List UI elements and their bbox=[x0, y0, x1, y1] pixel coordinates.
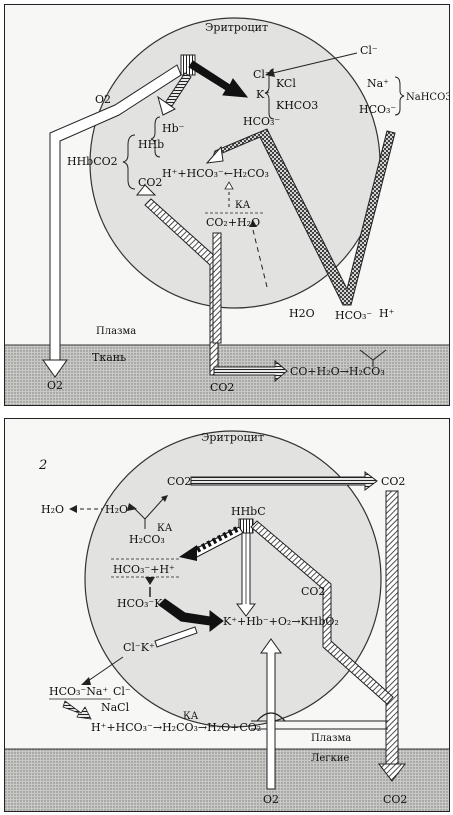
lung-reaction-label: H⁺+HCO₃⁻→H₂CO₃→H₂O+CO₂ bbox=[91, 721, 261, 734]
co2-mid-label: CO2 bbox=[301, 585, 325, 598]
co2-inside-label: CO2 bbox=[138, 176, 162, 189]
h2o-a-label: H₂O bbox=[41, 503, 64, 516]
cl-inside-label: Cl⁻ bbox=[253, 68, 271, 81]
k-transfer-arrow bbox=[158, 598, 224, 633]
tissue-label: Ткань bbox=[92, 351, 126, 364]
carbonic-dissociation-label: H⁺+HCO₃⁻←H₂CO₃ bbox=[162, 167, 269, 180]
co2-right-label: CO2 bbox=[381, 475, 405, 488]
hb-minus-label: Hb⁻ bbox=[162, 122, 185, 135]
na-plus-label: Na⁺ bbox=[367, 77, 389, 90]
co2-bottom-label: CO2 bbox=[210, 381, 234, 394]
hco3-low-label: HCO₃⁻ bbox=[335, 309, 372, 322]
co2-exhale-arrow bbox=[385, 490, 399, 767]
lungs-label: Легкие bbox=[311, 753, 349, 764]
cell-label: Эритроцит bbox=[201, 431, 264, 444]
h2o-b-label: H₂O bbox=[105, 503, 128, 516]
ka-label-bottom: КА bbox=[183, 711, 199, 722]
o2-arrowhead bbox=[42, 359, 68, 378]
cl-external-label: Cl⁻ bbox=[360, 44, 378, 57]
carbonic-formation-label: CO+H₂O→H₂CO₃ bbox=[290, 365, 385, 378]
cl-minus-label: Cl⁻ bbox=[113, 685, 131, 698]
kcl-label: KCl bbox=[276, 77, 296, 90]
hhbco2-label: HHbCO2 bbox=[67, 155, 118, 168]
hco3-h-label: HCO₃⁻+H⁺ bbox=[113, 563, 175, 576]
lung-exchange-diagram: Эритроцит 2 CO2 CO2 H₂O H₂O КА H₂CO₃ HHb… bbox=[5, 430, 449, 811]
erythrocyte-cell bbox=[89, 17, 381, 309]
k-transfer-arrow bbox=[188, 60, 249, 98]
nacl-label: NaCl bbox=[101, 701, 130, 714]
tissue-exchange-panel: Эритроцит O2 HHbCO2 HHb Hb⁻ CO2 H⁺+HCO₃⁻… bbox=[4, 4, 450, 406]
plasma-label: Плазма bbox=[311, 733, 351, 744]
hco3-mid-label: HCO₃⁻ bbox=[243, 115, 280, 128]
oxygenation-reaction-label: K⁺+Hb⁻+O₂→KHbO₂ bbox=[223, 615, 339, 628]
k-plus-label: K⁺ bbox=[256, 88, 270, 101]
o2-label: O2 bbox=[95, 93, 111, 106]
co2-plasma-arrow bbox=[213, 359, 288, 383]
hco3na-label: HCO₃⁻Na⁺ bbox=[49, 685, 108, 698]
tissue-exchange-diagram: Эритроцит O2 HHbCO2 HHb Hb⁻ CO2 H⁺+HCO₃⁻… bbox=[5, 17, 449, 405]
o2-intake-arrow bbox=[260, 638, 282, 790]
h2o-label: H2O bbox=[289, 307, 315, 320]
clk-label: Cl⁻K⁺ bbox=[123, 641, 155, 654]
co2-transfer-arrow bbox=[190, 471, 378, 491]
co2-release-arrow bbox=[250, 520, 394, 705]
erythrocyte-cell bbox=[84, 430, 382, 728]
khco3-label: KHCO3 bbox=[276, 99, 318, 112]
co2-h2o-label: CO₂+H₂O bbox=[206, 216, 260, 229]
hhbc-label: HHbC bbox=[231, 505, 266, 518]
lung-region bbox=[5, 749, 449, 811]
hco3-exchange-arrow bbox=[212, 128, 396, 306]
figure-mark: 2 bbox=[38, 458, 47, 473]
ka-label: КА bbox=[235, 200, 251, 211]
ka-label-top: КА bbox=[157, 523, 173, 534]
h-plus-label: H⁺ bbox=[379, 307, 395, 320]
hb-arrow bbox=[164, 72, 192, 107]
o2-bottom-label: O2 bbox=[47, 379, 63, 392]
hco3-right-label: HCO₃⁻ bbox=[359, 103, 396, 116]
h2co3-label: H₂CO₃ bbox=[129, 533, 165, 546]
hhb-label: HHb bbox=[138, 138, 164, 151]
cell-label: Эритроцит bbox=[205, 21, 268, 34]
nahco3-label: NaHCO3 bbox=[406, 92, 449, 103]
hco3k-label: HCO₃⁻K⁺ bbox=[117, 597, 168, 610]
lung-exchange-panel: Эритроцит 2 CO2 CO2 H₂O H₂O КА H₂CO₃ HHb… bbox=[4, 418, 450, 812]
co2-left-label: CO2 bbox=[167, 475, 191, 488]
co2-bottom-label: CO2 bbox=[383, 793, 407, 806]
plasma-label: Плазма bbox=[96, 326, 136, 337]
o2-bottom-label: O2 bbox=[263, 793, 279, 806]
